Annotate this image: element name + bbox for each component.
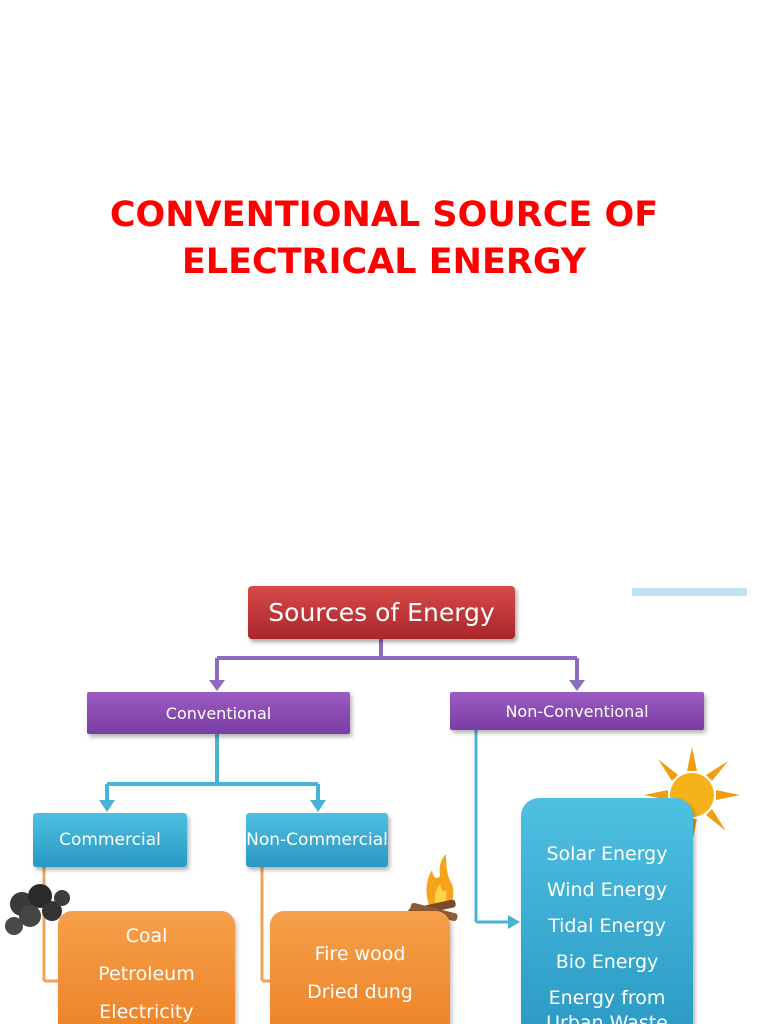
arrow-to-non-conventional <box>569 680 585 691</box>
title-line-2: ELECTRICAL ENERGY <box>181 242 587 282</box>
title-line-1: CONVENTIONAL SOURCE OF <box>109 195 659 235</box>
list-item-dried-dung: Dried dung <box>307 981 413 1003</box>
conventional-box: Conventional <box>87 692 350 734</box>
non-conventional-box: Non-Conventional <box>450 692 704 730</box>
non-commercial-sources-list: Fire wood Dried dung <box>270 911 450 1024</box>
arrow-to-commercial <box>99 800 115 812</box>
slide-title: CONVENTIONAL SOURCE OF ELECTRICAL ENERGY <box>40 192 728 286</box>
list-item-solar-energy: Solar Energy <box>546 843 668 865</box>
list-item-urban-waste-energy: Energy from Urban Waste <box>546 987 668 1024</box>
non-conventional-connector <box>474 730 510 924</box>
sources-of-energy-box: Sources of Energy <box>248 586 515 639</box>
diagram-connectors <box>5 639 740 983</box>
list-item-fire-wood: Fire wood <box>314 943 406 965</box>
list-item-coal: Coal <box>125 925 168 947</box>
root-connectors <box>215 639 579 682</box>
non-conventional-sources-list: Solar Energy Wind Energy Tidal Energy Bi… <box>521 798 693 1024</box>
list-item-electricity: Electricity <box>99 1001 194 1023</box>
commercial-box: Commercial <box>33 813 187 867</box>
energy-sources-diagram: Sources of Energy Conventional Non-Conve… <box>0 586 768 1024</box>
arrow-to-renewables <box>508 915 520 929</box>
non-commercial-box: Non-Commercial <box>246 813 388 867</box>
list-item-wind-energy: Wind Energy <box>546 879 668 901</box>
list-item-bio-energy: Bio Energy <box>555 951 659 973</box>
list-item-tidal-energy: Tidal Energy <box>548 915 666 937</box>
decorative-bar <box>632 588 747 596</box>
arrow-to-non-commercial <box>310 800 326 812</box>
commercial-sources-list: Coal Petroleum Electricity <box>58 911 235 1024</box>
list-item-petroleum: Petroleum <box>98 963 195 985</box>
conventional-connectors <box>105 734 320 802</box>
arrow-to-conventional <box>209 680 225 691</box>
coal-icon <box>5 884 70 935</box>
